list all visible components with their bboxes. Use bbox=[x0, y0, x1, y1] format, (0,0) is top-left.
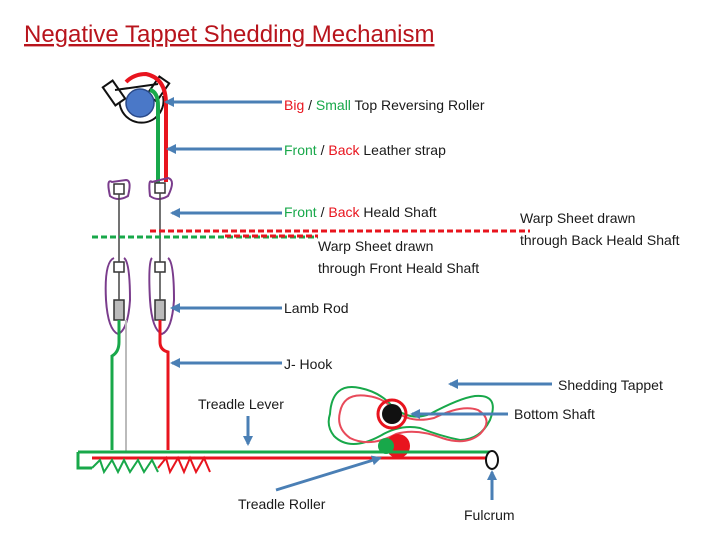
arrow-treadle-roller bbox=[275, 455, 382, 492]
label-warp-back-line1: Warp Sheet drawn bbox=[520, 210, 635, 226]
front-heald-top-eye bbox=[113, 183, 125, 195]
fulcrum bbox=[485, 450, 499, 470]
roller-bar bbox=[114, 83, 159, 91]
label-back: Back bbox=[328, 204, 360, 220]
tappet-red-lobe bbox=[338, 394, 488, 444]
label-fulcrum: Fulcrum bbox=[464, 507, 515, 523]
shedding-tappet bbox=[327, 386, 494, 445]
small-roller bbox=[125, 88, 155, 118]
label-treadle-roller: Treadle Roller bbox=[238, 496, 326, 512]
roller-bracket-left bbox=[101, 79, 127, 107]
label-bottom-shaft: Bottom Shaft bbox=[514, 406, 595, 422]
label-lamb-rod: Lamb Rod bbox=[284, 300, 349, 316]
treadle-roller-inner bbox=[378, 438, 394, 454]
front-j-hook bbox=[110, 320, 121, 450]
label-small: Small bbox=[316, 97, 351, 113]
back-heald-bottom-eye bbox=[154, 261, 166, 273]
front-lamb-rod-eye bbox=[113, 299, 125, 321]
page-title: Negative Tappet Shedding Mechanism bbox=[24, 21, 434, 48]
back-j-hook bbox=[158, 320, 170, 450]
treadle-lever bbox=[76, 450, 499, 475]
label-warp-front-line2: through Front Heald Shaft bbox=[318, 260, 479, 276]
label-j-hook: J- Hook bbox=[284, 356, 333, 372]
top-reversing-roller bbox=[101, 75, 171, 124]
label-leather-strap: Front / Back Leather strap bbox=[284, 142, 446, 158]
treadle-spring-red bbox=[157, 455, 211, 475]
back-lamb-rod-eye bbox=[154, 299, 166, 321]
back-heald-shaft bbox=[148, 176, 176, 336]
label-big: Big bbox=[284, 97, 304, 113]
label-front: Front bbox=[284, 204, 317, 220]
treadle-frame-green bbox=[76, 452, 92, 470]
label-shedding-tappet: Shedding Tappet bbox=[558, 377, 663, 393]
big-roller-arc bbox=[118, 95, 165, 124]
treadle-spring-green bbox=[91, 457, 159, 475]
back-leather-strap bbox=[124, 71, 168, 182]
label-top-reversing-roller: Big / Small Top Reversing Roller bbox=[284, 97, 485, 113]
label-warp-back-line2: through Back Heald Shaft bbox=[520, 232, 680, 248]
front-heald-shaft bbox=[104, 178, 132, 336]
label-warp-front-line1: Warp Sheet drawn bbox=[318, 238, 433, 254]
front-leather-strap bbox=[149, 88, 160, 184]
label-treadle-lever: Treadle Lever bbox=[198, 396, 284, 412]
front-heald-bottom-eye bbox=[113, 261, 125, 273]
callout-arrows bbox=[164, 97, 552, 500]
label-back: Back bbox=[328, 142, 360, 158]
bottom-shaft bbox=[382, 404, 402, 424]
label-front: Front bbox=[284, 142, 317, 158]
label-heald-shaft: Front / Back Heald Shaft bbox=[284, 204, 437, 220]
tappet-shaft-ring bbox=[376, 398, 408, 430]
back-heald-top-eye bbox=[154, 182, 166, 194]
back-heald-frame bbox=[148, 257, 176, 336]
